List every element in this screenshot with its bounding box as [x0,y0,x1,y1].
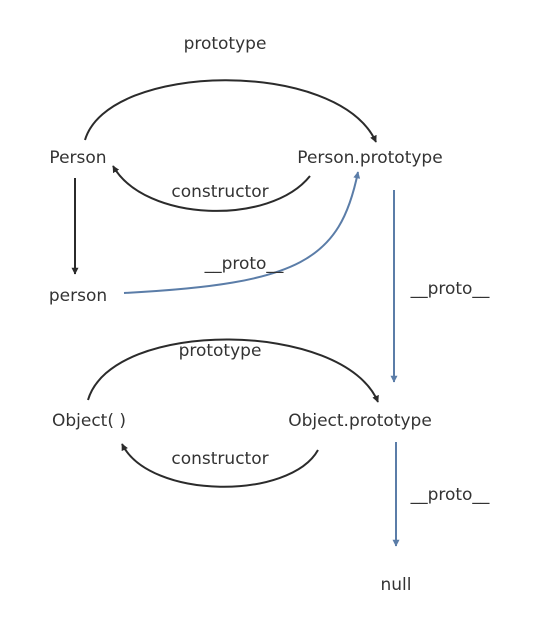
edge-person-constructor [112,165,311,212]
node-person-instance: person [49,286,107,306]
edge-person-prototype [84,79,377,143]
edge-object-prototype [87,338,379,403]
node-object-ctor: Object( ) [52,411,126,431]
node-object-prototype: Object.prototype [288,411,432,431]
label-object-constructor: constructor [171,449,268,469]
label-person-prototype: prototype [184,34,267,54]
edge-instance-proto [123,171,361,294]
label-object-prototype: prototype [179,341,262,361]
node-person-prototype: Person.prototype [297,148,442,168]
label-object-proto-null: __proto__ [410,485,490,505]
label-person-proto-chain: __proto__ [410,279,490,299]
node-null: null [381,575,412,595]
label-person-constructor: constructor [171,182,268,202]
node-person-ctor: Person [49,148,106,168]
edge-object-constructor [121,443,319,488]
label-instance-proto: __proto__ [204,254,284,274]
